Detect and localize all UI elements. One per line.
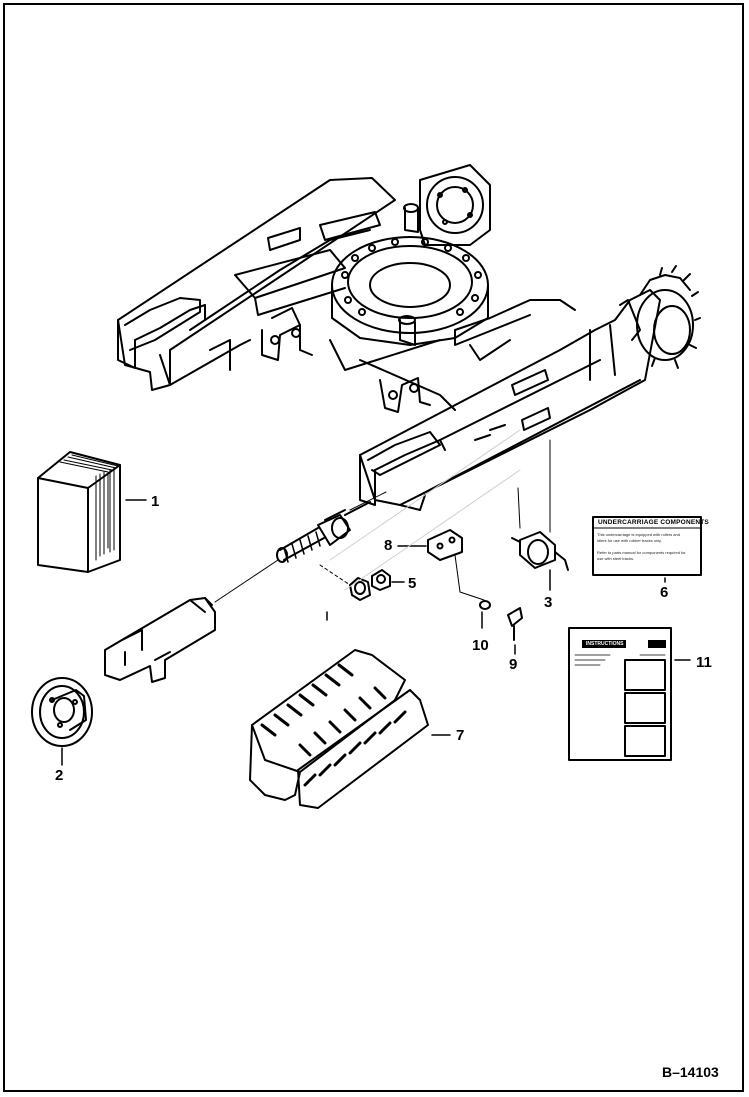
callout-2: 2 [55,767,64,784]
callout-10: 10 [472,637,489,654]
figure-reference: B–14103 [662,1064,719,1080]
idler-yoke [104,559,279,683]
part-11-instructions [568,627,691,761]
callout-3: 3 [544,594,553,611]
part-1-box [37,451,147,573]
decal-6-line: Refer to parts manual for components req… [597,550,686,555]
callout-8: 8 [384,537,393,554]
callout-7: 7 [456,727,465,744]
callout-11: 11 [696,654,712,671]
callout-1: 1 [151,493,160,510]
part-10-washer [479,600,491,629]
undercarriage-frame [117,164,701,511]
callout-5: 5 [408,575,417,592]
diagram-watermark [329,429,521,591]
decal-6-title: UNDERCARRIAGE COMPONENTS [598,519,709,526]
part-3-roller [511,439,569,591]
part-2-idler [31,677,93,766]
part-8-bracket [397,529,485,601]
callout-6: 6 [660,584,669,601]
callout-9: 9 [509,656,518,673]
decal-6-line: idlers for use with rubber tracks only. [597,538,662,543]
part-7-rubber-track [249,649,451,809]
track-adjuster [276,491,387,563]
part-9-bolt [507,607,523,655]
decal-6-line: This undercarriage is equipped with roll… [597,532,680,537]
decal-11-title: INSTRUCTIONS [586,641,624,647]
page-border [3,3,744,1092]
part-6-decal [592,516,702,583]
part-5-nut [319,564,405,621]
decal-6-line: use with steel tracks. [597,556,635,561]
